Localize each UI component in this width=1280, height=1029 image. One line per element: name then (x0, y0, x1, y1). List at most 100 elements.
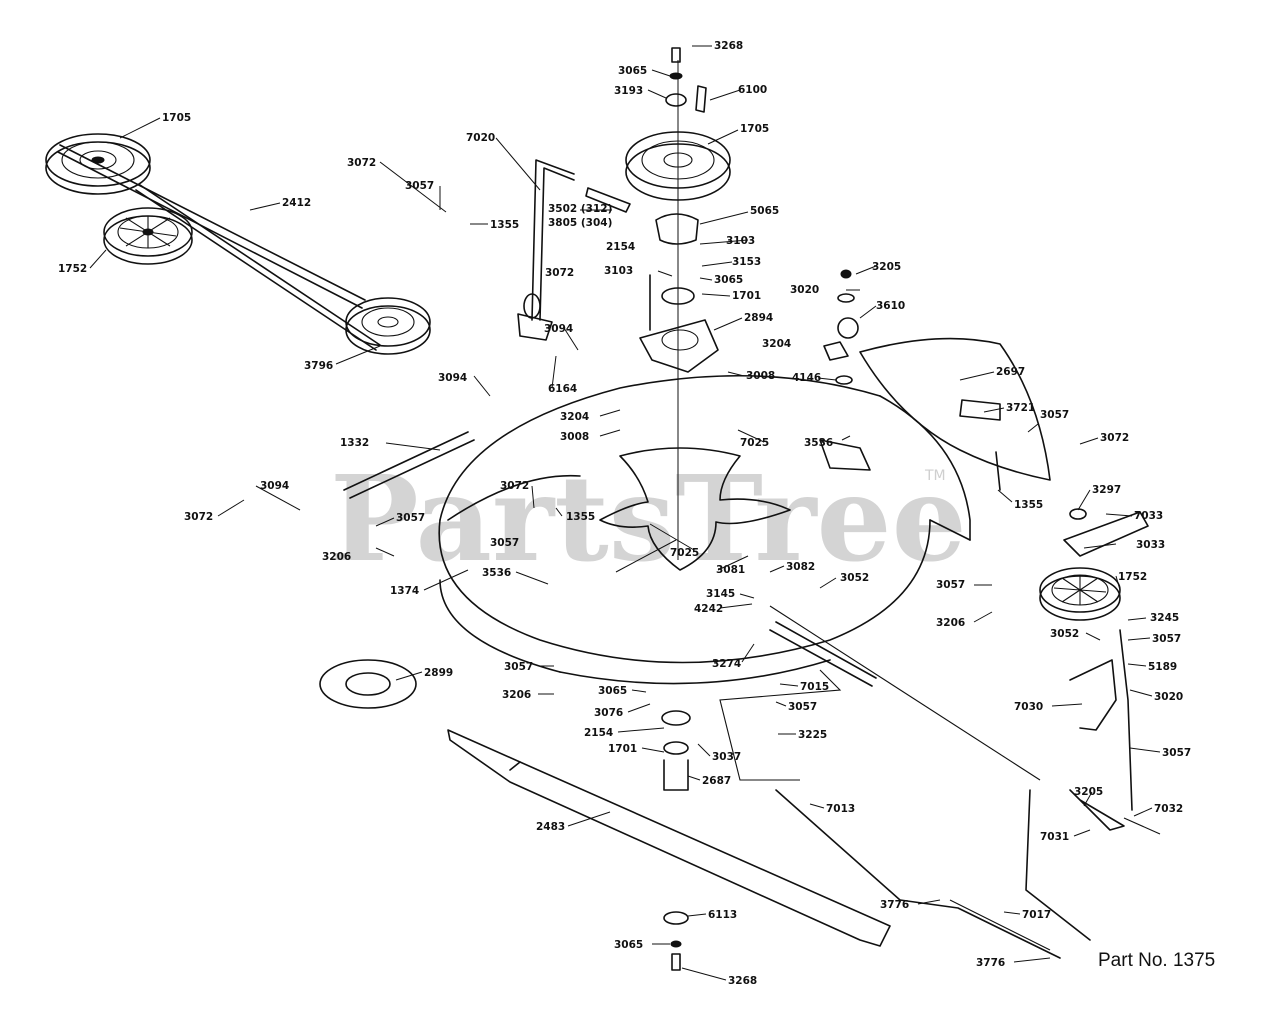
callout-label: 7015 (800, 681, 829, 693)
callout-label: 6100 (738, 84, 767, 96)
callout-label: 7030 (1014, 701, 1043, 713)
callout-label: 1752 (58, 263, 87, 275)
callout-label: 3193 (614, 85, 643, 97)
callout-label: 1355 (1014, 499, 1043, 511)
callout-label: 7033 (1134, 510, 1163, 522)
callout-label: 3057 (396, 512, 425, 524)
callout-label: 3805 (304) (548, 217, 612, 229)
lower-assembly (319, 431, 1061, 971)
callout-label: 2154 (606, 241, 635, 253)
callout-label: 3776 (880, 899, 909, 911)
callout-label: 1374 (390, 585, 419, 597)
callout-label: 1705 (162, 112, 191, 124)
callout-label: 3204 (762, 338, 791, 350)
callout-label: 3057 (1162, 747, 1191, 759)
callout-label: 3065 (598, 685, 627, 697)
callout-label: 3206 (502, 689, 531, 701)
callout-label: 2687 (702, 775, 731, 787)
callout-label: 7013 (826, 803, 855, 815)
callout-label: 7020 (466, 132, 495, 144)
discharge-shield (823, 269, 1051, 491)
callout-label: 2154 (584, 727, 613, 739)
callout-label: 1701 (732, 290, 761, 302)
callout-label: 3057 (490, 537, 519, 549)
callout-label: 3072 (184, 511, 213, 523)
callout-label: 3057 (788, 701, 817, 713)
callout-label: 3072 (1100, 432, 1129, 444)
callout-label: 3065 (714, 274, 743, 286)
callout-label: 3057 (405, 180, 434, 192)
callout-label: 3536 (482, 567, 511, 579)
callout-label: 2697 (996, 366, 1025, 378)
callout-label: 3082 (786, 561, 815, 573)
callout-label: 7017 (1022, 909, 1051, 921)
callout-label: 3205 (1074, 786, 1103, 798)
callout-label: 6164 (548, 383, 577, 395)
callout-label: 3072 (347, 157, 376, 169)
callout-label: 3065 (614, 939, 643, 951)
callout-label: 6113 (708, 909, 737, 921)
callout-label: 3057 (936, 579, 965, 591)
callout-label: 1355 (490, 219, 519, 231)
callout-label: 3008 (560, 431, 589, 443)
callout-label: 5065 (750, 205, 779, 217)
callout-label: 3610 (876, 300, 905, 312)
callout-label: 3103 (604, 265, 633, 277)
watermark-trademark: TM (924, 468, 946, 484)
callout-label: 3065 (618, 65, 647, 77)
callout-label: 1752 (1118, 571, 1147, 583)
callout-leaders (89, 45, 1161, 981)
part-number-caption: Part No. 1375 (1098, 950, 1215, 971)
callout-label: 3020 (1154, 691, 1183, 703)
callout-label: 3052 (840, 572, 869, 584)
callout-label: 3721 (1006, 402, 1035, 414)
callout-label: 1355 (566, 511, 595, 523)
callout-label: 4146 (792, 372, 821, 384)
callout-label: 1705 (740, 123, 769, 135)
callout-label: 3081 (716, 564, 745, 576)
callout-label: 3057 (1152, 633, 1181, 645)
watermark: PartsTree TM (330, 449, 967, 588)
callout-label: 3057 (504, 661, 533, 673)
center-spindle-top (517, 47, 731, 560)
callout-label: 3245 (1150, 612, 1179, 624)
callout-label: 3052 (1050, 628, 1079, 640)
callout-label: 3103 (726, 235, 755, 247)
callout-label: 3072 (545, 267, 574, 279)
callout-label: 2894 (744, 312, 773, 324)
left-belt-assembly (45, 133, 431, 355)
callout-label: 3094 (544, 323, 573, 335)
callout-label: 7025 (670, 547, 699, 559)
callout-label: 3094 (438, 372, 467, 384)
callout-label: 3145 (706, 588, 735, 600)
callout-label: 3776 (976, 957, 1005, 969)
callout-label: 2483 (536, 821, 565, 833)
callout-label: 3076 (594, 707, 623, 719)
callout-label: 3033 (1136, 539, 1165, 551)
callout-label: 3206 (936, 617, 965, 629)
callout-label: 3268 (728, 975, 757, 987)
callout-label: 3225 (798, 729, 827, 741)
deck-housing (438, 374, 971, 685)
callout-label: 3094 (260, 480, 289, 492)
callout-label: 3037 (712, 751, 741, 763)
callout-label: 7032 (1154, 803, 1183, 815)
callout-label: 3274 (712, 658, 741, 670)
callout-label: 4242 (694, 603, 723, 615)
callout-label: 3796 (304, 360, 333, 372)
callout-labels: 3268 3065 3193 6100 1705 1705 7020 3072 … (58, 40, 1191, 987)
callout-label: 3072 (500, 480, 529, 492)
callout-label: 2899 (424, 667, 453, 679)
callout-label: 3020 (790, 284, 819, 296)
callout-label: 5189 (1148, 661, 1177, 673)
callout-label: 3057 (1040, 409, 1069, 421)
watermark-text: PartsTree (330, 449, 967, 588)
callout-label: 3268 (714, 40, 743, 52)
callout-label: 3206 (322, 551, 351, 563)
callout-label: 1701 (608, 743, 637, 755)
callout-label: 3205 (872, 261, 901, 273)
callout-label: 3204 (560, 411, 589, 423)
callout-label: 3502 (312) (548, 203, 612, 215)
callout-label: 7031 (1040, 831, 1069, 843)
